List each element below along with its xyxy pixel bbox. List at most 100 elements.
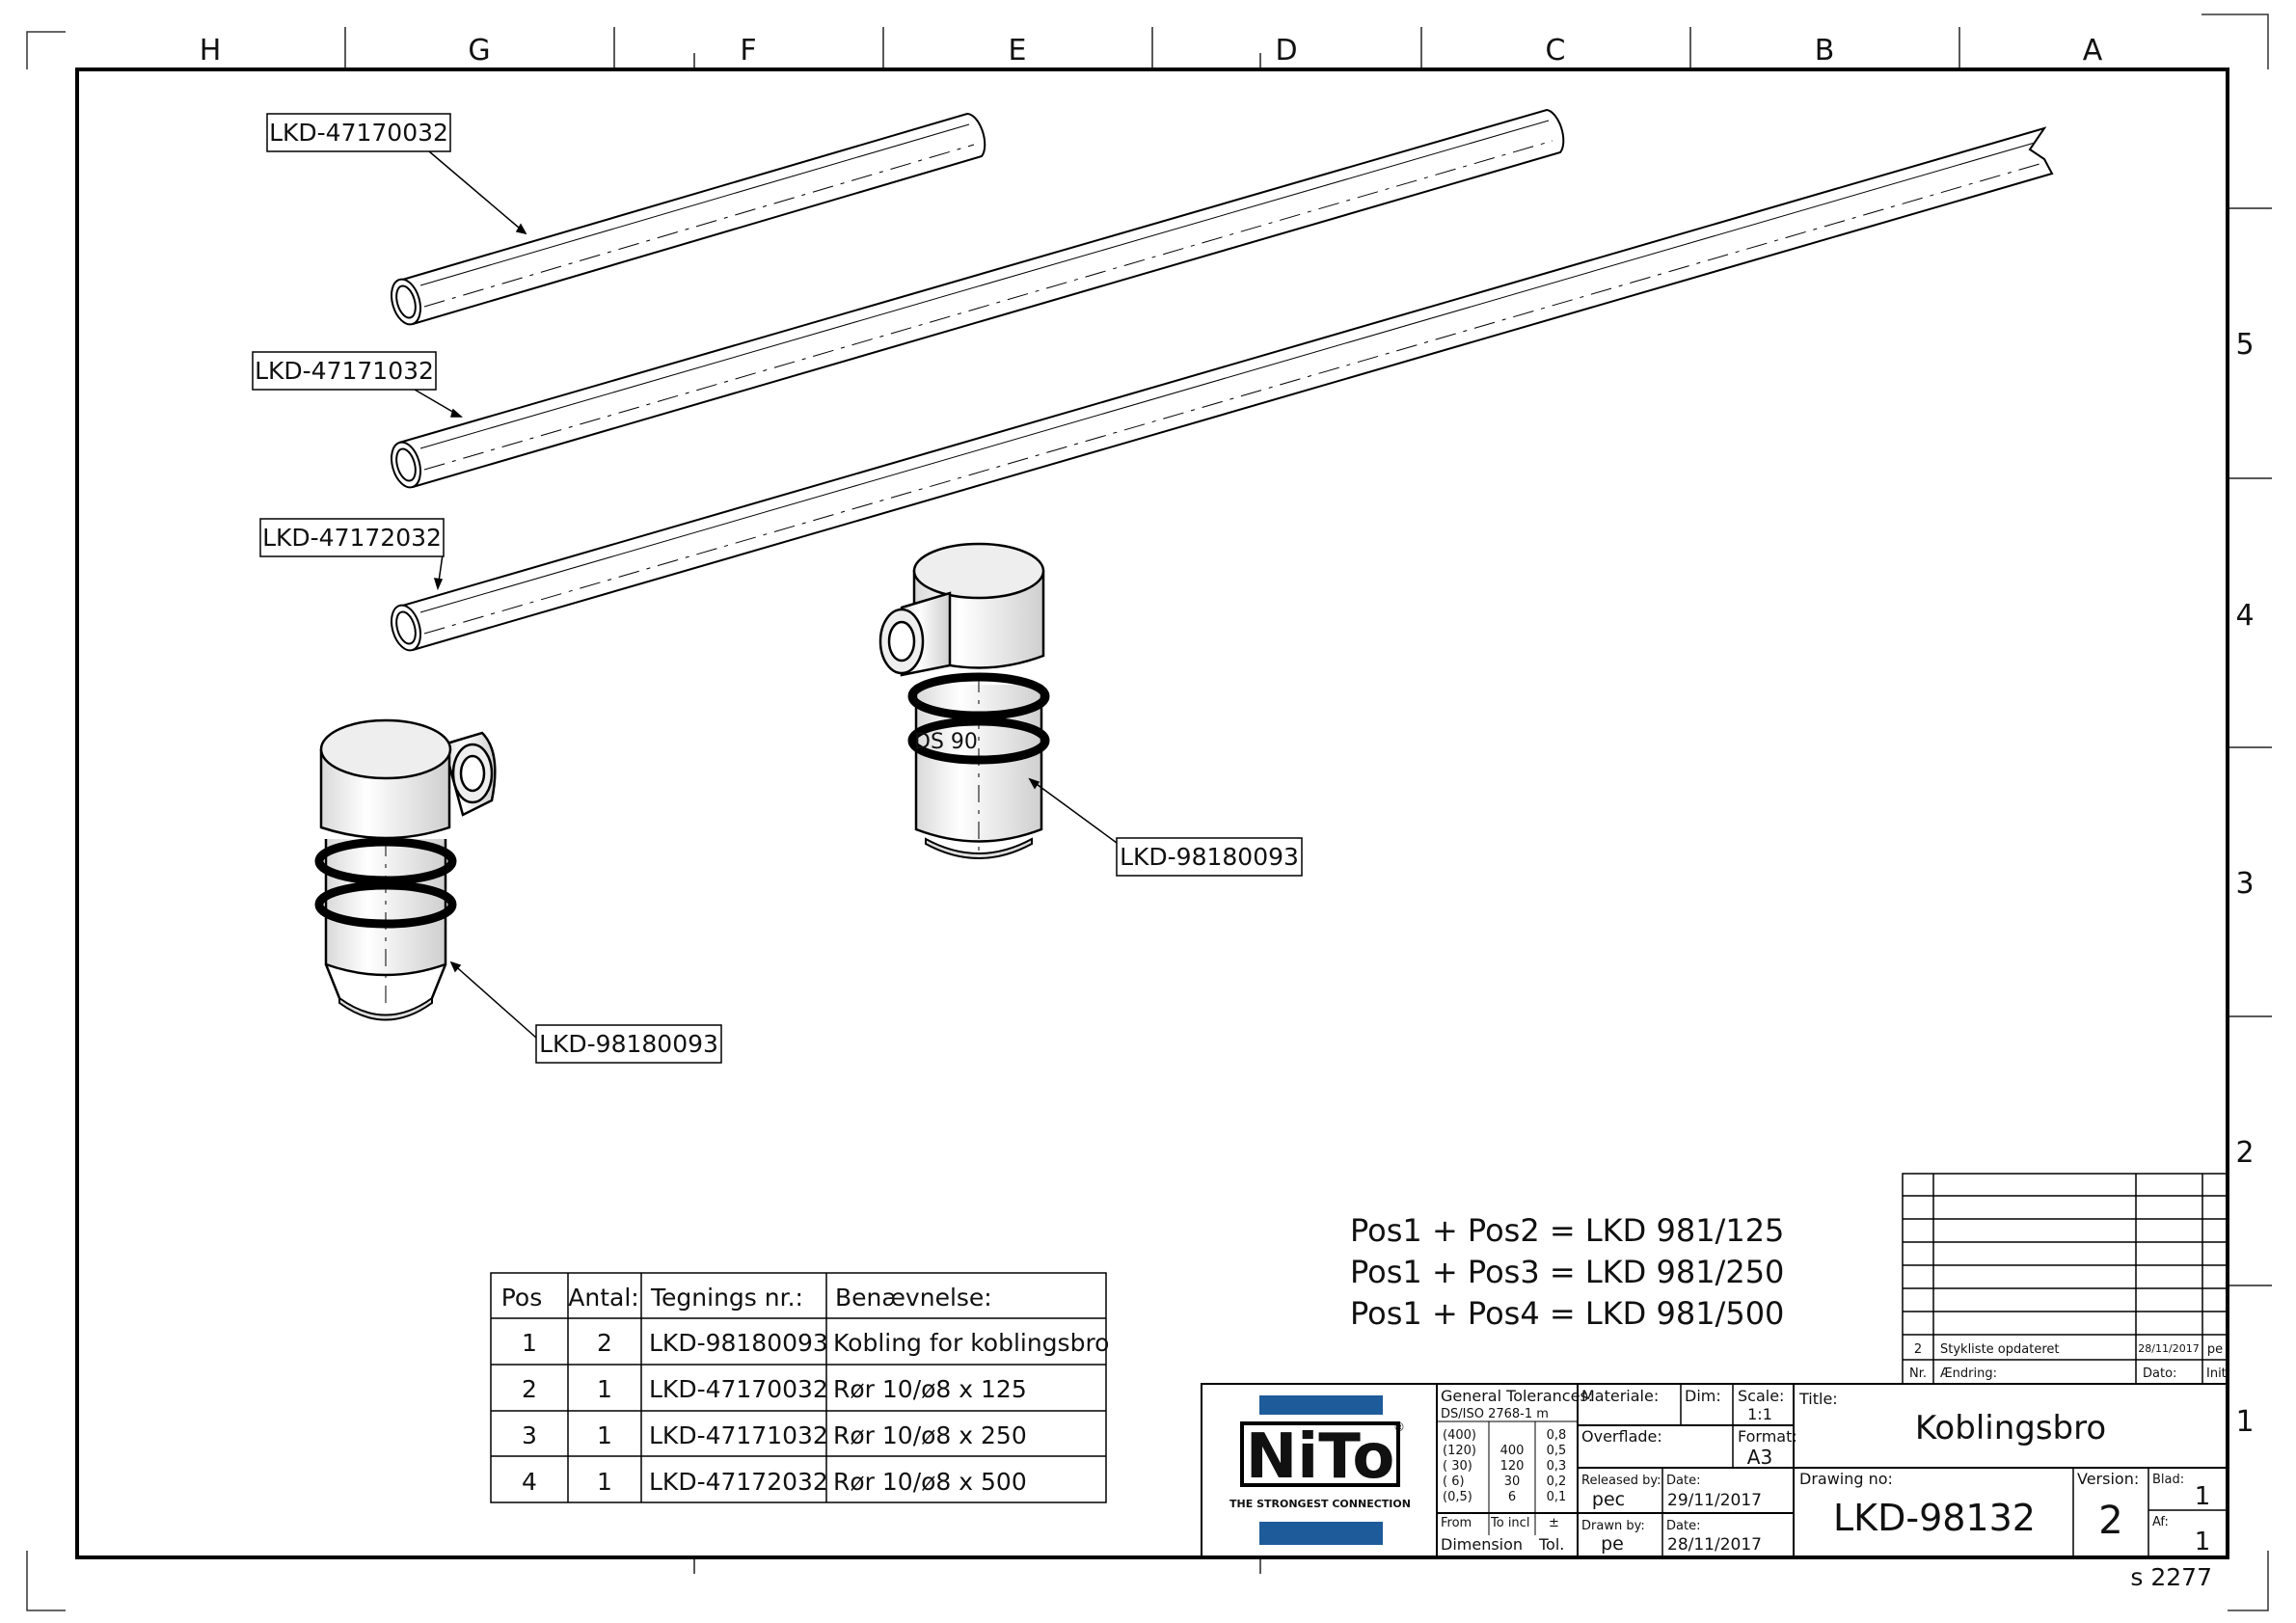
overflade-label: Overflade: [1581, 1427, 1662, 1446]
drawing-no-label: Drawing no: [1799, 1470, 1893, 1488]
dim-label: Dim: [1685, 1387, 1721, 1405]
callout-pipe-3: LKD-47172032 [259, 518, 445, 557]
formula-line: Pos1 + Pos3 = LKD 981/250 [1350, 1254, 1784, 1290]
crop-marks [26, 14, 2269, 1611]
callout-label: LKD-47170032 [269, 119, 448, 147]
coupling-right: DS 90 [878, 542, 1050, 859]
callout-label: LKD-47172032 [262, 524, 442, 552]
tol-value: 0,8 [1547, 1428, 1567, 1443]
tolerances-title: General Tolerances: [1441, 1387, 1593, 1405]
callout-pipe-1: LKD-47170032 [266, 113, 451, 152]
released-value: pec [1592, 1489, 1625, 1510]
callout-coupling-left: LKD-98180093 [535, 1024, 722, 1064]
bom-cell: Rør 10/ø8 x 500 [833, 1468, 1027, 1496]
bom-cell: 3 [522, 1421, 537, 1449]
bom-cell: LKD-47171032 [649, 1421, 828, 1449]
zone-ticks [344, 27, 2272, 1574]
tol-value: 0,1 [1547, 1490, 1567, 1504]
formula-line: Pos1 + Pos4 = LKD 981/500 [1350, 1295, 1784, 1332]
format-value: A3 [1747, 1446, 1772, 1469]
column-label: A [2083, 34, 2103, 68]
callout-coupling-right: LKD-98180093 [1116, 837, 1303, 877]
revision-header: Dato: [2143, 1366, 2176, 1381]
column-label: D [1275, 34, 1297, 68]
format-label: Format: [1738, 1427, 1797, 1446]
revision-header: Init. [2206, 1366, 2230, 1381]
revision-table: 2 Stykliste opdateret 28/11/2017 pe Nr. … [1902, 1173, 2230, 1385]
plus-minus-label: ± [1549, 1516, 1559, 1530]
bom-cell: LKD-47172032 [649, 1468, 828, 1496]
tol-from: (400) [1443, 1428, 1476, 1443]
drawn-value: pe [1601, 1533, 1624, 1555]
tol-value: 0,3 [1547, 1459, 1567, 1474]
row-label: 3 [2235, 867, 2254, 901]
bom-cell: 1 [597, 1375, 612, 1403]
tol-to: 6 [1508, 1490, 1516, 1504]
tol-to: 400 [1500, 1444, 1525, 1458]
logo-registered-mark: ® [1393, 1420, 1405, 1434]
pipe-2 [391, 108, 1565, 489]
tol-label: Tol. [1538, 1535, 1564, 1554]
blad-label: Blad: [2152, 1473, 2184, 1487]
to-incl-label: To incl [1490, 1516, 1529, 1530]
bom-cell: 1 [597, 1468, 612, 1496]
drawn-label: Drawn by: [1581, 1519, 1645, 1533]
af-value: 1 [2195, 1528, 2211, 1556]
column-labels: H G F E D C B A [200, 34, 2103, 68]
blad-value: 1 [2195, 1482, 2211, 1511]
logo-bar-top [1259, 1395, 1383, 1415]
bom-cell: Rør 10/ø8 x 125 [833, 1375, 1027, 1403]
revision-header: Ændring: [1940, 1366, 1997, 1381]
title-block: NiTo ® THE STRONGEST CONNECTION General … [1201, 1383, 2228, 1558]
revision-init: pe [2207, 1342, 2223, 1357]
column-label: H [200, 34, 222, 68]
column-label: C [1546, 34, 1566, 68]
revision-text: Stykliste opdateret [1940, 1342, 2059, 1357]
date-label: Date: [1666, 1519, 1700, 1533]
nito-logo: NiTo ® THE STRONGEST CONNECTION [1229, 1395, 1411, 1545]
tol-value: 0,2 [1547, 1474, 1567, 1489]
bom-cell: LKD-98180093 [649, 1329, 828, 1357]
sheet-reference: s 2277 [2130, 1563, 2212, 1591]
column-label: E [1009, 34, 1027, 68]
drawing-frame [75, 68, 2229, 1559]
logo-tagline: THE STRONGEST CONNECTION [1229, 1498, 1411, 1510]
from-label: From [1441, 1516, 1472, 1530]
row-label: 1 [2235, 1405, 2254, 1439]
revision-header: Nr. [1909, 1366, 1927, 1381]
bom-header: Antal: [568, 1284, 638, 1312]
date-label: Date: [1666, 1474, 1700, 1488]
tol-to: 120 [1500, 1459, 1525, 1474]
bom-cell: 2 [597, 1329, 612, 1357]
row-label: 2 [2235, 1136, 2254, 1170]
drawing-number: LKD-98132 [1833, 1497, 2036, 1539]
column-label: F [740, 34, 756, 68]
tol-from: (120) [1443, 1444, 1476, 1458]
tol-from: ( 30) [1443, 1459, 1472, 1474]
bom-header: Pos [501, 1284, 543, 1312]
bom-cell: Rør 10/ø8 x 250 [833, 1421, 1027, 1449]
bom-cell: Kobling for koblingsbro [833, 1329, 1109, 1357]
leader-lines [414, 150, 1118, 1039]
logo-wordmark: NiTo [1246, 1421, 1395, 1493]
tol-value: 0,5 [1547, 1444, 1567, 1458]
callout-label: LKD-98180093 [539, 1030, 718, 1058]
pipe-1 [391, 112, 986, 326]
bom-cell: 2 [522, 1375, 537, 1403]
materiale-label: Materiale: [1581, 1387, 1659, 1405]
bom-header: Tegnings nr.: [650, 1284, 803, 1312]
tol-from: (0,5) [1443, 1490, 1472, 1504]
af-label: Af: [2152, 1515, 2169, 1529]
bom-cell: 1 [522, 1329, 537, 1357]
version-label: Version: [2077, 1470, 2139, 1488]
drawing-title: Koblingsbro [1915, 1409, 2106, 1447]
released-date: 29/11/2017 [1667, 1491, 1762, 1510]
callout-label: LKD-98180093 [1120, 843, 1299, 871]
callout-label: LKD-47171032 [255, 357, 434, 385]
version-value: 2 [2098, 1499, 2122, 1543]
tol-to: 30 [1504, 1474, 1521, 1489]
bom-cell: 1 [597, 1421, 612, 1449]
bom-cell: LKD-47170032 [649, 1375, 828, 1403]
coupling-left [314, 718, 497, 1021]
